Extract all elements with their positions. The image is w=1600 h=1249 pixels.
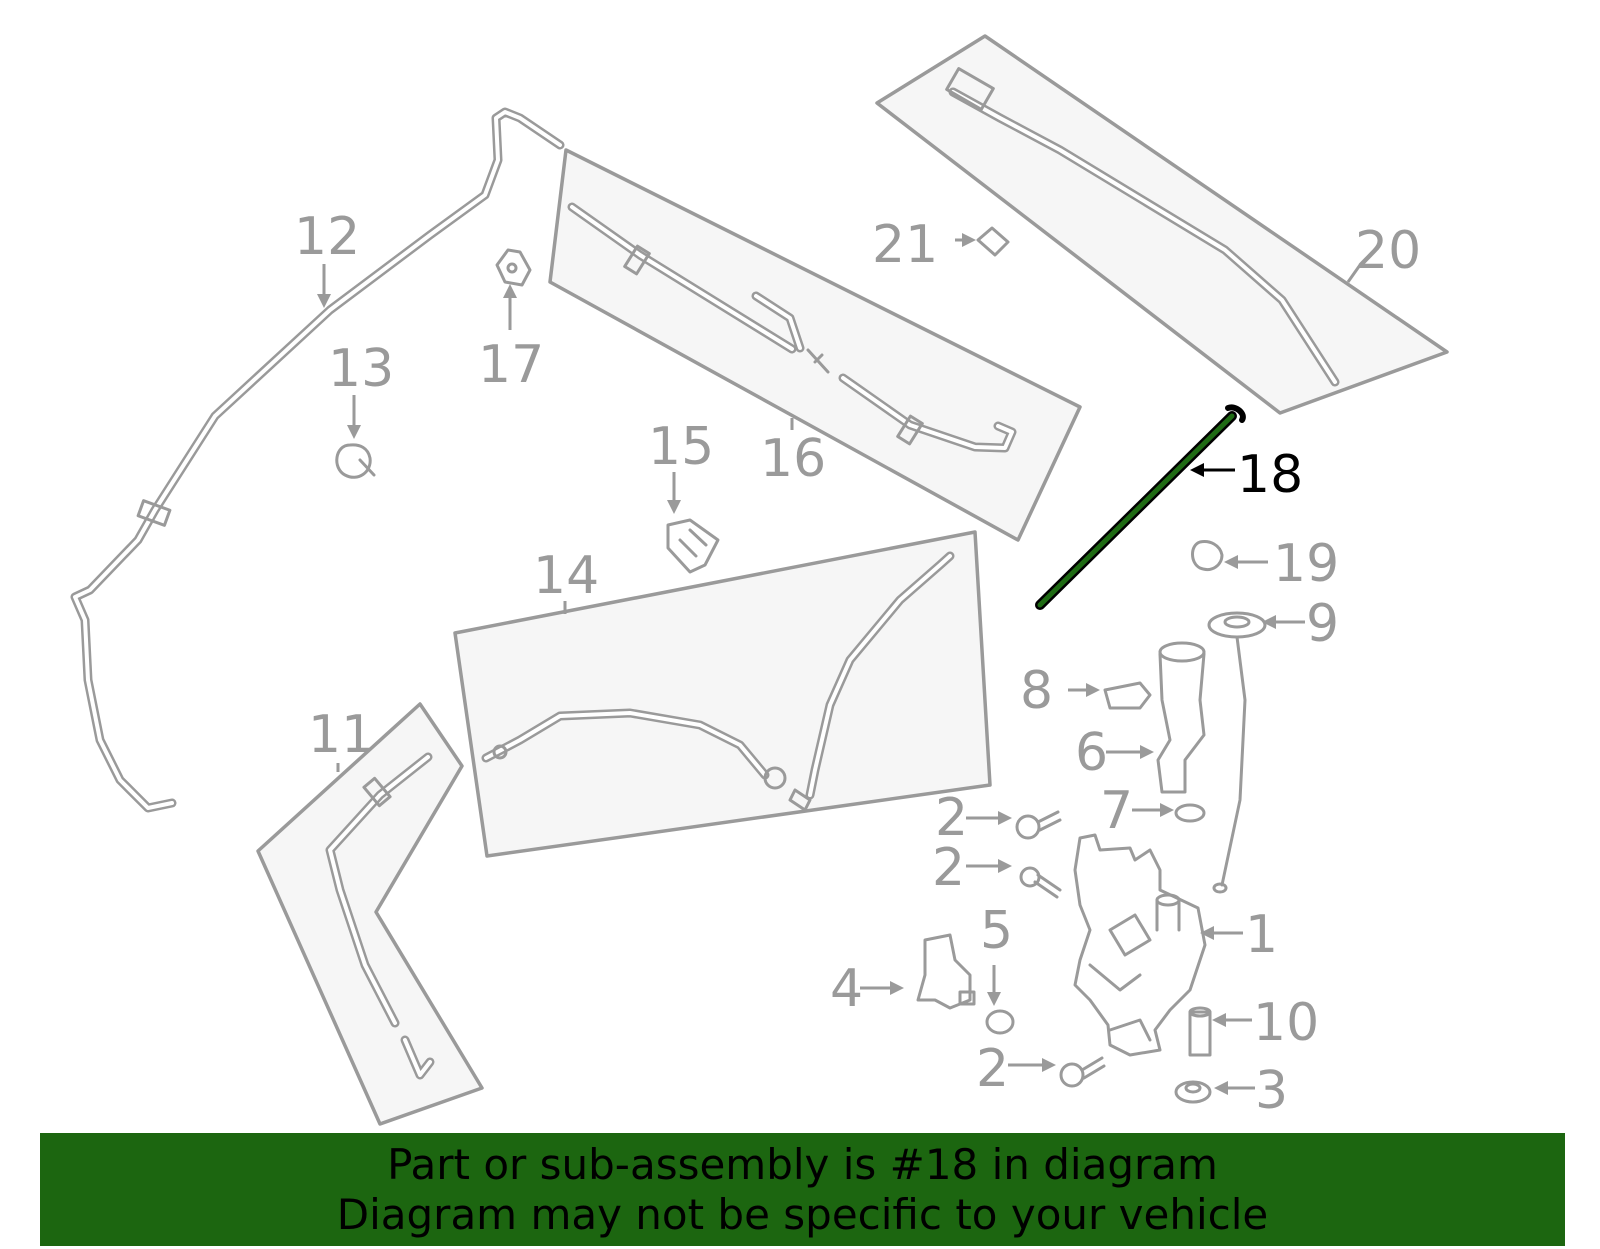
part-16-hose-panel: [548, 148, 1082, 542]
callout-5: 6: [1075, 723, 1108, 783]
callout-15: 15: [648, 417, 714, 477]
part-12-hose: [70, 107, 565, 813]
callout-4: 5: [980, 901, 1013, 961]
callout-18: 18: [1237, 445, 1303, 505]
callout-labels: 12 13 17 15 16 21 20 18 19 14 9 8 11 6 7…: [294, 207, 1421, 1121]
callout-10: 3: [1255, 1061, 1288, 1121]
callout-16: 16: [760, 429, 826, 489]
part-2-bolts: [1015, 810, 1106, 1088]
callout-14: 14: [533, 546, 599, 606]
callout-20: 20: [1355, 221, 1421, 281]
banner-line-disclaimer: Diagram may not be specific to your vehi…: [336, 1189, 1269, 1239]
callout-13: 13: [328, 339, 394, 399]
part-21-clip: [976, 226, 1010, 257]
part-13-clip: [335, 443, 376, 479]
part-4-grommet: [985, 1009, 1015, 1035]
part-17-clip: [495, 248, 532, 287]
callout-1: 1: [1245, 905, 1278, 965]
callout-21: 21: [872, 215, 938, 275]
callout-6: 7: [1100, 781, 1133, 841]
callout-2c: 2: [976, 1039, 1009, 1099]
part-11-hose-panel: [256, 702, 484, 1126]
part-3-pump: [916, 933, 976, 1010]
callout-12: 12: [294, 207, 360, 267]
part-18-rod-highlighted: [1035, 404, 1246, 610]
info-banner: Part or sub-assembly is #18 in diagram D…: [40, 1133, 1565, 1246]
part-20-hose-panel: [875, 34, 1449, 415]
callout-2a: 2: [935, 788, 968, 848]
part-19-clip: [1191, 540, 1224, 571]
callout-3: 4: [830, 959, 863, 1019]
callout-9: 10: [1253, 993, 1319, 1053]
callout-11: 11: [308, 705, 374, 765]
part-5-filler-neck: [1156, 641, 1206, 794]
callout-8: 9: [1306, 594, 1339, 654]
part-14-hose-panel: [453, 530, 992, 858]
part-9-filter: [1188, 1006, 1212, 1057]
callout-17: 17: [478, 335, 544, 395]
part-6-seal: [1174, 803, 1206, 823]
callout-2b: 2: [932, 838, 965, 898]
part-15-connector: [666, 518, 720, 574]
banner-line-part-number: Part or sub-assembly is #18 in diagram: [387, 1139, 1218, 1189]
callout-7: 8: [1020, 661, 1053, 721]
part-10-grommet: [1174, 1080, 1212, 1104]
leader-lines: [317, 233, 1305, 1095]
part-1-reservoir: [1073, 833, 1207, 1057]
callout-19: 19: [1273, 534, 1339, 594]
part-7-clip: [1103, 681, 1152, 710]
part-8-cap-and-dipstick: [1207, 611, 1267, 894]
